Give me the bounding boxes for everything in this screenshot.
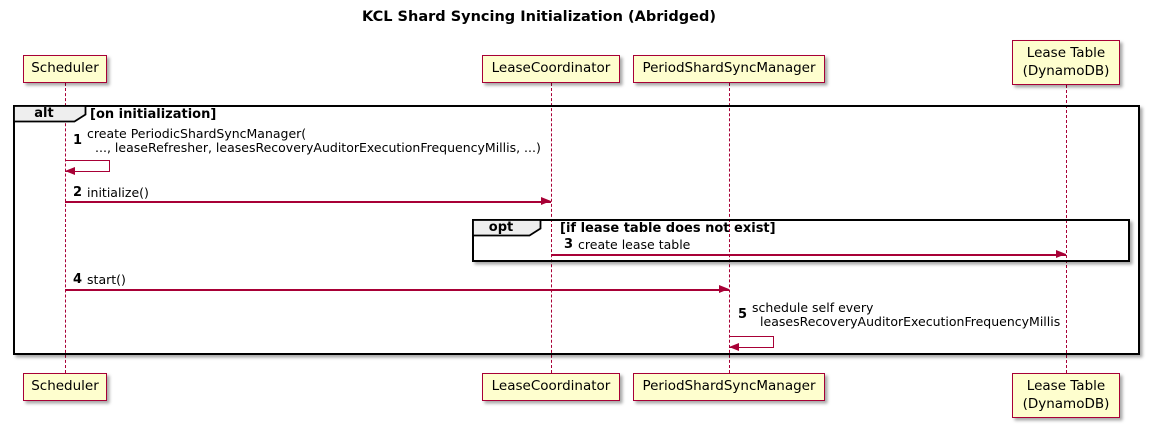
frame-tab-shape <box>472 219 542 237</box>
participant-scheduler-bottom: Scheduler <box>23 373 107 401</box>
message-text: start() <box>87 272 126 287</box>
alt-frame-tab: alt <box>13 105 87 123</box>
message-4-label: 4 start() <box>73 273 126 287</box>
participant-periodshardsyncmanager-top: PeriodShardSyncManager <box>633 55 825 83</box>
alt-frame <box>13 105 1140 355</box>
message-text: schedule self every leasesRecoveryAudito… <box>752 300 1061 329</box>
participant-lease-table-top: Lease Table (DynamoDB) <box>1012 40 1120 85</box>
message-1-label: 1 create PeriodicShardSyncManager( ..., … <box>73 127 541 155</box>
opt-frame-guard: [if lease table does not exist] <box>560 221 776 236</box>
message-1-arrowhead <box>65 167 75 175</box>
message-number: 2 <box>73 185 83 200</box>
participant-label: PeriodShardSyncManager <box>642 378 816 395</box>
lifeline-scheduler <box>65 83 66 373</box>
alt-frame-guard: [on initialization] <box>90 107 217 122</box>
message-2-label: 2 initialize() <box>73 186 149 200</box>
lifeline-lease-table <box>1066 85 1067 373</box>
message-text: initialize() <box>87 185 149 200</box>
message-number: 3 <box>564 237 574 252</box>
participant-label: PeriodShardSyncManager <box>642 60 816 77</box>
participant-periodshardsyncmanager-bottom: PeriodShardSyncManager <box>633 373 825 401</box>
message-5-label: 5 schedule self every leasesRecoveryAudi… <box>738 301 1060 329</box>
alt-frame-label: alt <box>34 106 54 121</box>
message-number: 5 <box>738 307 748 322</box>
message-2-arrow <box>65 201 551 203</box>
participant-label-line2: (DynamoDB) <box>1022 395 1110 412</box>
message-3-arrow <box>551 254 1066 256</box>
participant-leasecoordinator-bottom: LeaseCoordinator <box>482 373 620 401</box>
participant-label: LeaseCoordinator <box>491 60 611 77</box>
message-3-arrowhead <box>1056 250 1066 258</box>
diagram-title: KCL Shard Syncing Initialization (Abridg… <box>362 9 716 25</box>
participant-label: Scheduler <box>31 378 99 395</box>
message-5-self-arrow <box>729 336 774 348</box>
message-number: 1 <box>73 133 83 148</box>
message-3-label: 3 create lease table <box>564 238 690 252</box>
message-number: 4 <box>73 272 83 287</box>
lifeline-leasecoordinator <box>551 83 552 373</box>
frame-tab-shape <box>13 105 87 123</box>
message-4-arrowhead <box>719 285 729 293</box>
message-text: create lease table <box>578 237 691 252</box>
participant-label: Lease Table <box>1026 44 1106 61</box>
participant-scheduler-top: Scheduler <box>23 55 107 83</box>
opt-frame <box>472 219 1130 262</box>
message-1-self-arrow <box>65 160 110 172</box>
message-text: create PeriodicShardSyncManager( ..., le… <box>87 126 541 155</box>
participant-leasecoordinator-top: LeaseCoordinator <box>482 55 620 83</box>
opt-frame-label: opt <box>488 220 514 235</box>
participant-lease-table-bottom: Lease Table (DynamoDB) <box>1012 373 1120 418</box>
participant-label-line2: (DynamoDB) <box>1022 62 1110 79</box>
participant-label: LeaseCoordinator <box>491 378 611 395</box>
participant-label: Lease Table <box>1026 377 1106 394</box>
message-5-arrowhead <box>729 343 739 351</box>
lifeline-periodshardsyncmanager <box>729 83 730 373</box>
message-4-arrow <box>65 289 729 291</box>
opt-frame-tab: opt <box>472 219 542 237</box>
message-2-arrowhead <box>541 197 551 205</box>
participant-label: Scheduler <box>31 60 99 77</box>
